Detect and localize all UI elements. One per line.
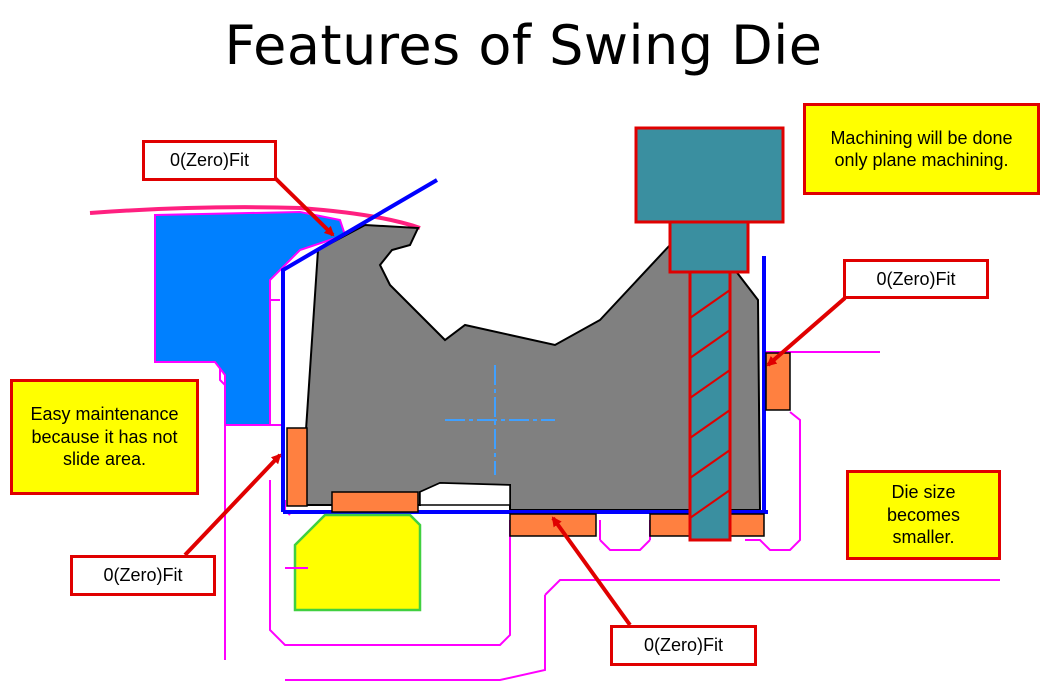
machining-tool [634,126,785,542]
lower-block [293,513,422,612]
machining-note: Machining will be done only plane machin… [803,103,1040,195]
callout-arrows [183,176,847,627]
die-size-note: Die size becomes smaller. [846,470,1001,560]
slide-title: Features of Swing Die [224,14,823,77]
fit-label-bottom-left: 0(Zero)Fit [70,555,216,596]
fit-label-right: 0(Zero)Fit [843,259,989,299]
blue-holder [154,210,347,426]
die-pocket [419,482,511,506]
top-edge-line [89,205,421,230]
fit-label-bottom-center: 0(Zero)Fit [610,625,757,666]
center-mark [445,365,555,475]
maintenance-note: Easy maintenance because it has not slid… [10,379,199,495]
fit-label-top-left: 0(Zero)Fit [142,140,277,181]
